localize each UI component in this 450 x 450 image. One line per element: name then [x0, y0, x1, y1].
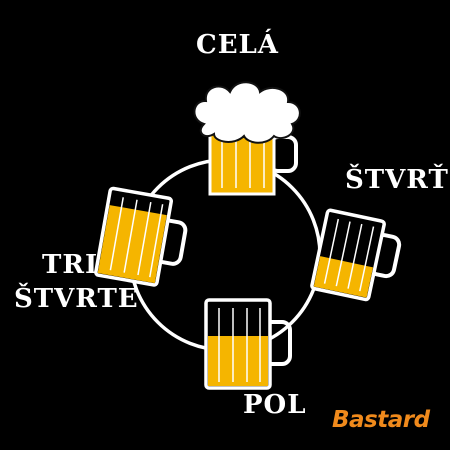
- brand-logo: Bastard: [332, 407, 430, 433]
- label-half: POL: [243, 390, 307, 420]
- label-quarter: ŠTVRŤ: [345, 165, 449, 195]
- half-mug-icon: [204, 298, 292, 390]
- three-quarters-mug-icon: [94, 186, 188, 287]
- label-full: CELÁ: [196, 30, 279, 60]
- label-three-quarters-line2: ŠTVRTE: [14, 284, 139, 314]
- quarter-mug-icon: [310, 208, 402, 302]
- label-three-quarters-line1: TRI: [42, 250, 99, 280]
- full-mug-icon: [193, 81, 301, 196]
